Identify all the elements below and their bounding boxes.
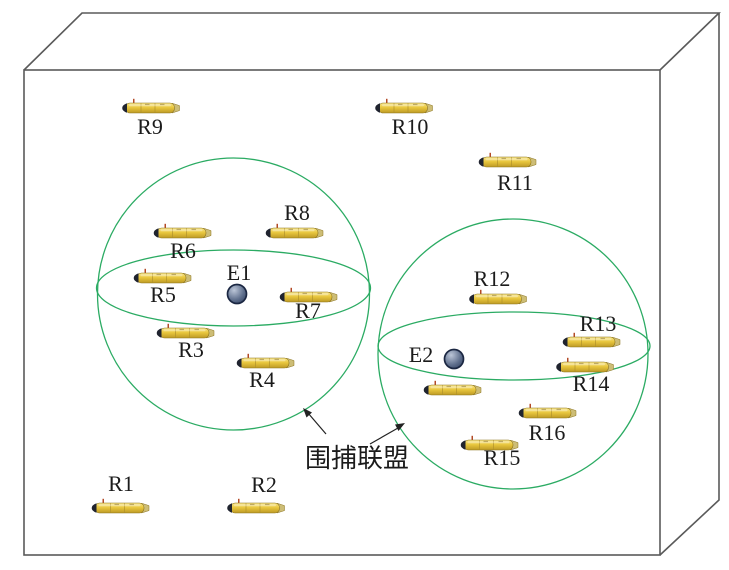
arrow-head-left-icon [303,408,312,418]
robot-R14-auv-torpedo-icon [555,357,614,373]
robot-R6-auv-torpedo-icon [153,223,212,239]
alliance-sphere-e1 [95,157,372,431]
arrow-head-right-icon [395,423,405,431]
arrow-line-left [307,412,327,435]
box-front-face [23,69,661,556]
robot-R9-auv-torpedo-icon [121,98,180,114]
robot-R7-auv-torpedo-icon [279,287,338,303]
annotation-arrows [303,408,405,445]
alliance-sphere-e2 [377,218,651,490]
robot-unlabeled-auv-torpedo-icon [423,380,482,396]
robot-R10-auv-torpedo-icon [374,98,433,114]
robot-R4-auv-torpedo-icon [236,353,295,369]
robot-R3-auv-torpedo-icon [156,323,215,339]
evader-E1-sphere-ball-icon [226,283,248,305]
robot-R15-auv-torpedo-icon [460,435,519,451]
alliance-circle-e2 [377,218,649,490]
evaders-layer [226,283,465,370]
workspace-box [23,12,721,556]
robot-R1-auv-torpedo-icon [91,498,150,514]
arrow-line-right [369,427,399,445]
robot-R13-auv-torpedo-icon [562,332,621,348]
evader-E2-sphere-ball-icon [443,348,465,370]
robot-R11-auv-torpedo-icon [478,152,537,168]
robot-R8-auv-torpedo-icon [265,223,324,239]
alliance-equator-e2 [377,311,651,381]
box-top-face [23,12,721,71]
box-right-face [659,13,720,556]
robot-R2-auv-torpedo-icon [226,498,285,514]
alliance-equator-e1 [95,249,372,327]
robot-R5-auv-torpedo-icon [133,268,192,284]
robot-R12-auv-torpedo-icon [468,289,527,305]
robot-R16-auv-torpedo-icon [518,403,577,419]
